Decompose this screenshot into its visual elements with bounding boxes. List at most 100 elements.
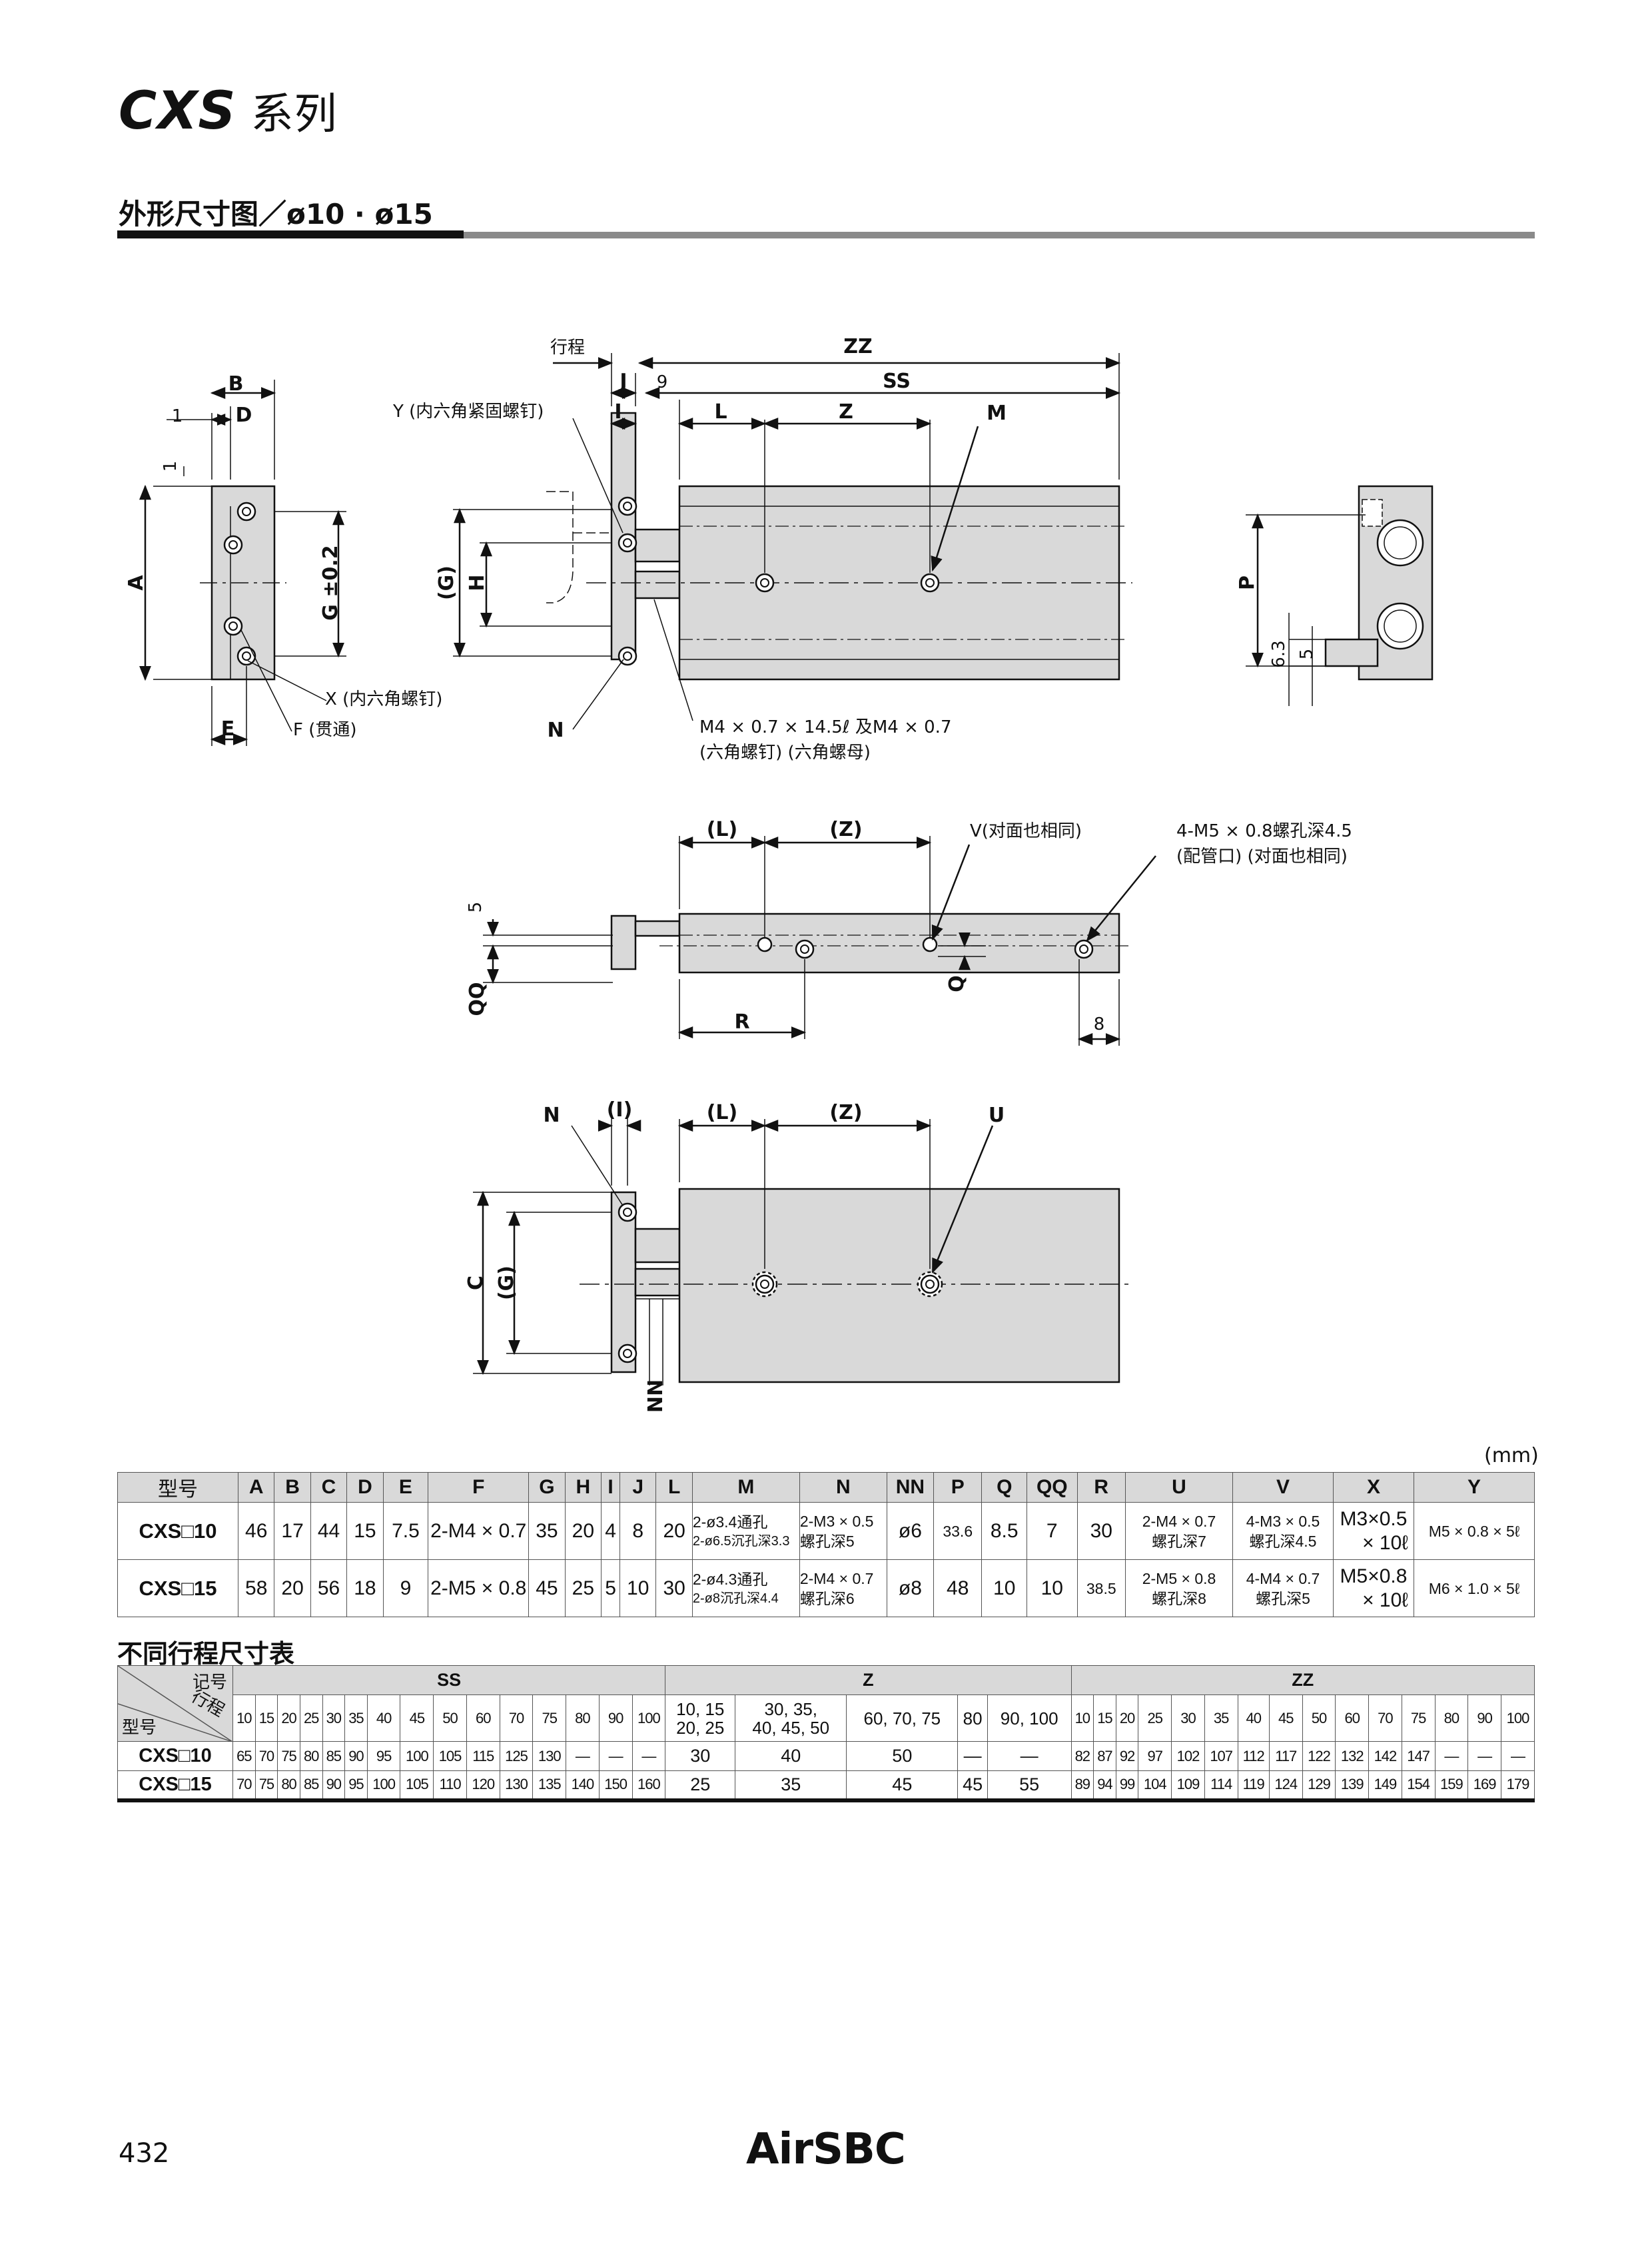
cell-zz: 87 — [1093, 1741, 1116, 1771]
cell-V-line2: 螺孔深4.5 — [1249, 1532, 1317, 1550]
col-header: M — [691, 1472, 800, 1503]
cell-U-line2: 螺孔深7 — [1152, 1532, 1206, 1550]
cell-C: 44 — [310, 1502, 348, 1560]
cell-C: 56 — [310, 1559, 348, 1617]
cell-zz: 94 — [1093, 1770, 1116, 1800]
lbl-X: X (内六角螺钉) — [325, 689, 442, 709]
cell-ss: 105 — [433, 1741, 467, 1771]
cell-Y: M5 × 0.8 × 5ℓ — [1414, 1502, 1535, 1560]
cell-ss: 90 — [322, 1770, 346, 1800]
cell-zz: — — [1467, 1741, 1501, 1771]
cell-zz: — — [1434, 1741, 1469, 1771]
cell-z: 50 — [846, 1741, 959, 1771]
lbl-V: V(对面也相同) — [970, 821, 1082, 841]
cell-X: M3×0.5× 10ℓ — [1333, 1502, 1414, 1560]
col-header: E — [382, 1472, 429, 1503]
cell-ss: 110 — [433, 1770, 467, 1800]
cell-U: 2-M4 × 0.7 螺孔深7 — [1125, 1502, 1233, 1560]
col-header: 型号 — [117, 1472, 238, 1503]
stroke-header-zz: 35 — [1204, 1694, 1238, 1742]
cell-Q: 10 — [981, 1559, 1028, 1617]
cell-zz: 97 — [1138, 1741, 1172, 1771]
stroke-header-zz: 70 — [1368, 1694, 1402, 1742]
stroke-header-zz: 30 — [1171, 1694, 1205, 1742]
cell-zz: 154 — [1401, 1770, 1436, 1800]
cell-L: 20 — [655, 1502, 693, 1560]
cell-ss: 130 — [532, 1741, 567, 1771]
lbl-L-paren-front: (L) — [707, 818, 738, 841]
corner-symbol-label: 记号 — [192, 1672, 227, 1692]
stroke-header-ss: 20 — [277, 1694, 300, 1742]
cell-zz: 179 — [1500, 1770, 1535, 1800]
cell-M-line1: 2-ø3.4通孔 — [692, 1513, 768, 1531]
lbl-E: E — [221, 717, 235, 741]
cell-ss: 95 — [366, 1741, 401, 1771]
col-header: J — [620, 1472, 657, 1503]
cell-ss: 75 — [254, 1770, 278, 1800]
lbl-B: B — [228, 372, 244, 396]
stroke-header-ss: 80 — [566, 1694, 600, 1742]
cell-U-line1: 2-M4 × 0.7 — [1142, 1512, 1216, 1530]
cell-ss: 90 — [344, 1741, 368, 1771]
cell-G: 35 — [528, 1502, 566, 1560]
cell-ss: 85 — [299, 1770, 323, 1800]
stroke-header-ss: 75 — [532, 1694, 567, 1742]
corner-model-label: 型号 — [122, 1717, 157, 1737]
group-header-z: Z — [665, 1665, 1072, 1695]
cell-z: 30 — [665, 1741, 736, 1771]
table-row: CXS□10 46 17 44 15 7.5 2-M4 × 0.7 35 20 … — [117, 1502, 1535, 1560]
cell-NN: ø8 — [886, 1559, 935, 1617]
stroke-header-zz: 50 — [1302, 1694, 1336, 1742]
cell-X: M5×0.8× 10ℓ — [1333, 1559, 1414, 1617]
stroke-header-zz: 15 — [1093, 1694, 1116, 1742]
stroke-header-ss: 25 — [299, 1694, 323, 1742]
cell-zz: 147 — [1401, 1741, 1436, 1771]
cell-zz: 124 — [1268, 1770, 1303, 1800]
cell-ss: 75 — [277, 1741, 300, 1771]
lbl-J: J — [618, 370, 627, 393]
cell-zz: 159 — [1434, 1770, 1469, 1800]
cell-zz: 122 — [1302, 1741, 1336, 1771]
stroke-header-zz: 40 — [1237, 1694, 1270, 1742]
cell-zz: 132 — [1335, 1741, 1370, 1771]
stroke-header-ss: 10 — [232, 1694, 256, 1742]
stroke-header-zz: 10 — [1070, 1694, 1094, 1742]
cell-D: 15 — [346, 1502, 384, 1560]
cell-ss: 150 — [598, 1770, 633, 1800]
stroke-header-ss: 100 — [631, 1694, 666, 1742]
stroke-header-zz: 100 — [1500, 1694, 1535, 1742]
cell-V-line1: 4-M3 × 0.5 — [1246, 1512, 1320, 1530]
cell-U-line2: 螺孔深8 — [1152, 1589, 1206, 1607]
cell-ss: 100 — [366, 1770, 401, 1800]
cell-B: 20 — [274, 1559, 311, 1617]
col-header: C — [310, 1472, 348, 1503]
lbl-I-paren: (I) — [607, 1098, 633, 1122]
series-suffix: 系列 — [250, 90, 338, 139]
col-header: NN — [886, 1472, 935, 1503]
lbl-G-paren: (G) — [435, 565, 458, 600]
cell-zz: 82 — [1070, 1741, 1094, 1771]
cell-zz: — — [1500, 1741, 1535, 1771]
lbl-one-b: 1 — [161, 461, 181, 472]
cell-z: — — [957, 1741, 988, 1771]
cell-ss: — — [566, 1741, 600, 1771]
stroke-header-ss: 70 — [499, 1694, 534, 1742]
cell-zz: 169 — [1467, 1770, 1501, 1800]
corner-cell: 记号行程型号 — [117, 1665, 233, 1742]
lbl-L-paren-bottom: (L) — [707, 1101, 738, 1124]
section-rule-grey — [464, 232, 1535, 238]
cell-A: 58 — [237, 1559, 275, 1617]
col-header: Q — [981, 1472, 1028, 1503]
model-cell: CXS□15 — [117, 1770, 233, 1800]
cell-P: 33.6 — [933, 1502, 983, 1560]
cell-z: 55 — [987, 1770, 1072, 1800]
cell-E: 7.5 — [382, 1502, 429, 1560]
lbl-port-2: (配管口) (对面也相同) — [1176, 847, 1348, 867]
lbl-N-top: N — [547, 719, 564, 742]
cell-J: 8 — [620, 1502, 657, 1560]
